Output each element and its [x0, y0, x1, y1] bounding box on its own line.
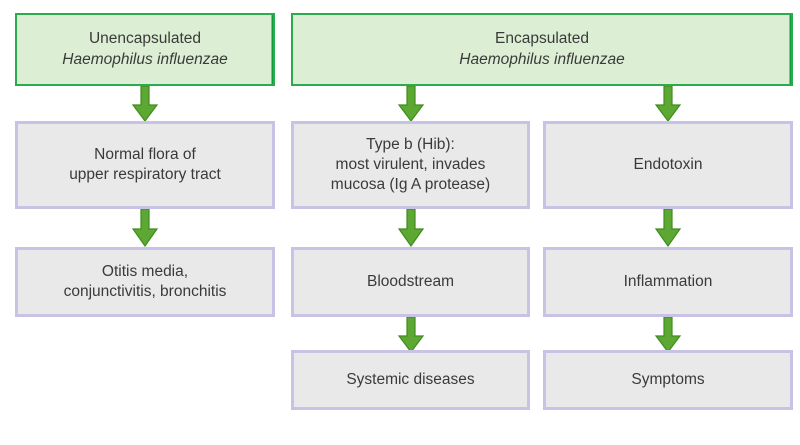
node-type-b-text: Type b (Hib): most virulent, invades muc… [330, 135, 491, 194]
node-inflammation-text: Inflammation [623, 272, 713, 290]
node-bloodstream-text: Bloodstream [366, 272, 454, 290]
node-inflammation: Inflammation [543, 247, 793, 317]
node-systemic-diseases: Systemic diseases [291, 350, 530, 410]
node-type-b: Type b (Hib): most virulent, invades muc… [291, 121, 530, 209]
node-unencapsulated-line2: Haemophilus influenzae [62, 50, 228, 68]
arrow-flora-to-local [130, 209, 160, 247]
arrow-encapsulated-to-typeb [396, 86, 426, 122]
node-local-infections-text: Otitis media, conjunctivitis, bronchitis [63, 262, 227, 300]
node-endotoxin: Endotoxin [543, 121, 793, 209]
node-encapsulated-line2: Haemophilus influenzae [459, 50, 625, 68]
arrow-typeb-to-bloodstream [396, 209, 426, 247]
arrow-unencapsulated-to-flora [130, 86, 160, 122]
node-bloodstream: Bloodstream [291, 247, 530, 317]
arrow-inflammation-to-symptoms [653, 317, 683, 353]
node-encapsulated-line1: Encapsulated [495, 30, 589, 48]
arrow-bloodstream-to-systemic [396, 317, 426, 353]
arrow-endotoxin-to-inflammation [653, 209, 683, 247]
node-normal-flora: Normal flora of upper respiratory tract [15, 121, 275, 209]
node-normal-flora-text: Normal flora of upper respiratory tract [69, 145, 221, 183]
node-local-infections: Otitis media, conjunctivitis, bronchitis [15, 247, 275, 317]
node-symptoms-text: Symptoms [631, 370, 705, 388]
arrow-encapsulated-to-endotoxin [653, 86, 683, 122]
node-symptoms: Symptoms [543, 350, 793, 410]
node-unencapsulated-line1: Unencapsulated [88, 30, 202, 48]
node-endotoxin-text: Endotoxin [633, 155, 703, 173]
node-systemic-diseases-text: Systemic diseases [346, 370, 475, 388]
